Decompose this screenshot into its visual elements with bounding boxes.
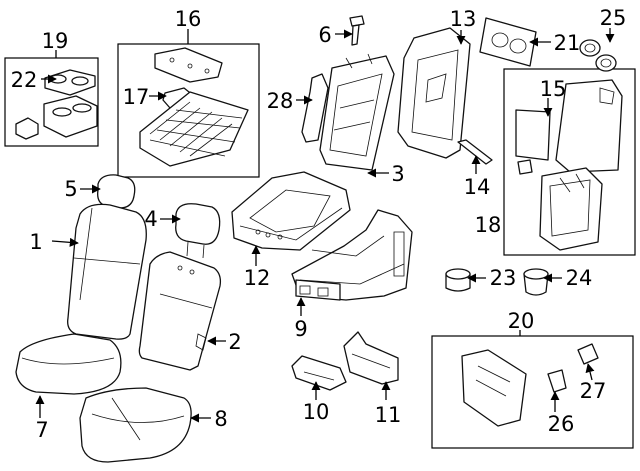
part-8-cushion [79, 387, 192, 463]
group-box-20 [431, 335, 634, 449]
part-2-back-panel [138, 251, 222, 371]
part-10-bracket [291, 355, 347, 391]
part-23-sleeve [445, 268, 471, 292]
callout-14: 14 [464, 175, 491, 199]
callout-13: 13 [450, 7, 477, 31]
callout-28: 28 [267, 89, 294, 113]
callout-23: 23 [490, 266, 517, 290]
part-1-seat-back [67, 203, 147, 340]
leader-1 [51, 237, 79, 247]
callout-24: 24 [566, 266, 593, 290]
callout-6: 6 [318, 23, 331, 47]
callout-15: 15 [540, 77, 567, 101]
leader-27 [585, 363, 595, 381]
part-18-console-lid [555, 79, 623, 173]
part-13-back-panel [397, 27, 471, 159]
part-24-sleeve [523, 268, 549, 296]
callout-10: 10 [303, 400, 330, 424]
part-7-seat-cushion [15, 333, 122, 395]
part-16-cover [154, 47, 223, 83]
part-25-cup-rings [579, 39, 617, 72]
callout-5: 5 [64, 177, 77, 201]
part-3-back-frame [319, 53, 395, 171]
part-9-seat-frame [291, 209, 413, 301]
callout-19: 19 [42, 29, 69, 53]
part-22-cupholder [15, 69, 98, 140]
part-6-bolt [349, 15, 365, 46]
callout-18: 18 [475, 213, 502, 237]
part-16-floor-mat [139, 91, 249, 167]
callout-27: 27 [580, 379, 607, 403]
callout-7: 7 [35, 418, 48, 442]
part-18-clip [517, 159, 533, 175]
callout-11: 11 [375, 403, 402, 427]
callout-1: 1 [29, 230, 42, 254]
part-14-trim-strip [457, 139, 493, 165]
part-18-console-body [539, 167, 603, 251]
callout-12: 12 [244, 266, 271, 290]
part-11-bracket [343, 331, 399, 385]
callout-9: 9 [294, 317, 307, 341]
callout-2: 2 [228, 330, 241, 354]
part-27-plug [577, 343, 599, 365]
callout-8: 8 [214, 407, 227, 431]
part-12-storage-tray [231, 171, 351, 251]
part-21-bezel [479, 17, 537, 67]
group-box-18 [503, 68, 636, 256]
callout-26: 26 [548, 412, 575, 436]
callout-20: 20 [508, 309, 535, 333]
part-20-cup-holder-housing [461, 349, 527, 427]
group-box-19 [4, 57, 99, 147]
callout-22: 22 [11, 68, 38, 92]
callout-4: 4 [144, 207, 157, 231]
callout-16: 16 [175, 7, 202, 31]
callout-3: 3 [391, 162, 404, 186]
part-5-headrest [97, 174, 136, 209]
callout-25: 25 [600, 6, 627, 30]
callout-17: 17 [123, 85, 150, 109]
part-15-panel [515, 109, 551, 161]
part-4-headrest [175, 203, 221, 259]
callout-21: 21 [554, 31, 581, 55]
part-26-plug [547, 369, 567, 393]
